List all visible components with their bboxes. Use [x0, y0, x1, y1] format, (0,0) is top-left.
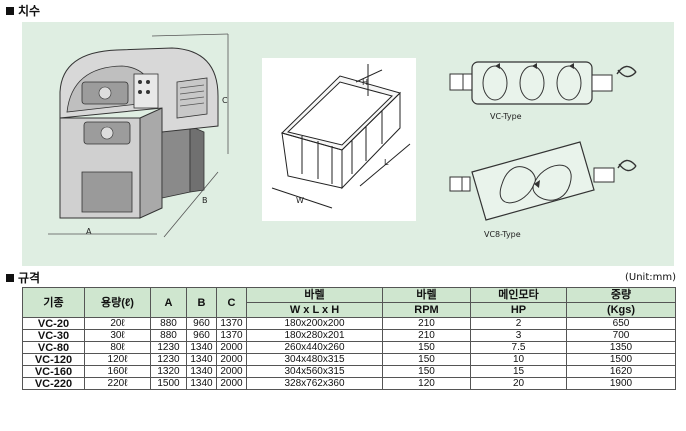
table-row: VC-160 160ℓ 1320 1340 2000 304x560x315 1…	[22, 365, 676, 378]
cell-model: VC-160	[22, 365, 85, 378]
dimensions-title-text: 치수	[18, 4, 41, 18]
cell-rpm: 210	[382, 329, 471, 342]
cell-barrel: 180x280x201	[246, 329, 383, 342]
barrel-drawing: H L W	[262, 58, 416, 221]
barrel-label-h: H	[362, 78, 369, 87]
specs-title-text: 규격	[18, 271, 41, 285]
cell-c: 2000	[216, 353, 247, 366]
cell-rpm: 210	[382, 317, 471, 330]
cell-model: VC-20	[22, 317, 85, 330]
cell-hp: 2	[470, 317, 567, 330]
cell-a: 880	[150, 329, 187, 342]
cell-b: 960	[186, 329, 217, 342]
cell-c: 2000	[216, 365, 247, 378]
cell-hp: 10	[470, 353, 567, 366]
table-row: VC-30 30ℓ 880 960 1370 180x280x201 210 3…	[22, 329, 676, 342]
cell-a: 1230	[150, 353, 187, 366]
header-b: B	[186, 287, 217, 318]
spec-table: 기종 용량(ℓ) A B C 바렐 바렐 메인모타 중량 W x L x H R…	[22, 287, 676, 390]
cell-weight: 1900	[566, 377, 676, 390]
cell-c: 2000	[216, 341, 247, 354]
cell-rpm: 150	[382, 365, 471, 378]
table-row: VC-220 220ℓ 1500 1340 2000 328x762x360 1…	[22, 377, 676, 390]
cell-b: 1340	[186, 365, 217, 378]
cell-capacity: 20ℓ	[84, 317, 151, 330]
cell-barrel: 304x560x315	[246, 365, 383, 378]
cell-b: 1340	[186, 377, 217, 390]
cell-hp: 3	[470, 329, 567, 342]
vc-type-label: VC-Type	[490, 112, 522, 121]
dimension-label-b: B	[202, 196, 208, 205]
table-row: VC-80 80ℓ 1230 1340 2000 260x440x260 150…	[22, 341, 676, 354]
cell-model: VC-80	[22, 341, 85, 354]
cell-hp: 7.5	[470, 341, 567, 354]
cell-model: VC-30	[22, 329, 85, 342]
cell-capacity: 220ℓ	[84, 377, 151, 390]
cell-rpm: 150	[382, 341, 471, 354]
cell-c: 2000	[216, 377, 247, 390]
cell-barrel: 180x200x200	[246, 317, 383, 330]
cell-a: 880	[150, 317, 187, 330]
barrel-label-w: W	[296, 196, 304, 205]
table-row: VC-20 20ℓ 880 960 1370 180x200x200 210 2…	[22, 317, 676, 330]
cell-weight: 650	[566, 317, 676, 330]
header-barrel-rpm-top: 바렐	[382, 287, 471, 303]
header-motor-top: 메인모타	[470, 287, 567, 303]
header-barrel-rpm-bottom: RPM	[382, 302, 471, 318]
cell-barrel: 328x762x360	[246, 377, 383, 390]
cell-b: 960	[186, 317, 217, 330]
cell-capacity: 30ℓ	[84, 329, 151, 342]
header-weight-bottom: (Kgs)	[566, 302, 676, 318]
square-bullet-icon	[6, 274, 14, 282]
unit-note: (Unit:mm)	[624, 272, 676, 283]
cell-hp: 20	[470, 377, 567, 390]
cell-c: 1370	[216, 317, 247, 330]
header-weight-top: 중량	[566, 287, 676, 303]
cell-c: 1370	[216, 329, 247, 342]
cell-weight: 1620	[566, 365, 676, 378]
dimensions-section-title: 치수	[6, 4, 40, 18]
header-c: C	[216, 287, 247, 318]
barrel-box-illustration	[271, 64, 411, 209]
cell-a: 1500	[150, 377, 187, 390]
cell-weight: 1500	[566, 353, 676, 366]
cell-capacity: 80ℓ	[84, 341, 151, 354]
header-a: A	[150, 287, 187, 318]
cell-rpm: 120	[382, 377, 471, 390]
cell-b: 1340	[186, 341, 217, 354]
header-capacity: 용량(ℓ)	[84, 287, 151, 318]
dimension-label-a: A	[86, 227, 92, 236]
square-bullet-icon	[6, 7, 14, 15]
specs-section-title: 규격	[6, 271, 40, 285]
barrel-label-l: L	[384, 158, 389, 167]
vc-type-diagram	[449, 61, 637, 105]
header-motor-bottom: HP	[470, 302, 567, 318]
vc8-type-diagram	[449, 141, 637, 221]
cell-capacity: 120ℓ	[84, 353, 151, 366]
cell-hp: 15	[470, 365, 567, 378]
cell-weight: 700	[566, 329, 676, 342]
cell-capacity: 160ℓ	[84, 365, 151, 378]
cell-model: VC-120	[22, 353, 85, 366]
cell-barrel: 260x440x260	[246, 341, 383, 354]
table-row: VC-120 120ℓ 1230 1340 2000 304x480x315 1…	[22, 353, 676, 366]
cell-model: VC-220	[22, 377, 85, 390]
cell-barrel: 304x480x315	[246, 353, 383, 366]
cell-weight: 1350	[566, 341, 676, 354]
cell-rpm: 150	[382, 353, 471, 366]
cell-a: 1230	[150, 341, 187, 354]
header-model: 기종	[22, 287, 85, 318]
cell-a: 1320	[150, 365, 187, 378]
header-barrel-size: W x L x H	[246, 302, 383, 318]
machine-drawing	[48, 33, 229, 238]
header-barrel: 바렐	[246, 287, 383, 303]
cell-b: 1340	[186, 353, 217, 366]
dimension-label-c: C	[222, 96, 228, 105]
vc8-type-label: VC8-Type	[484, 230, 521, 239]
